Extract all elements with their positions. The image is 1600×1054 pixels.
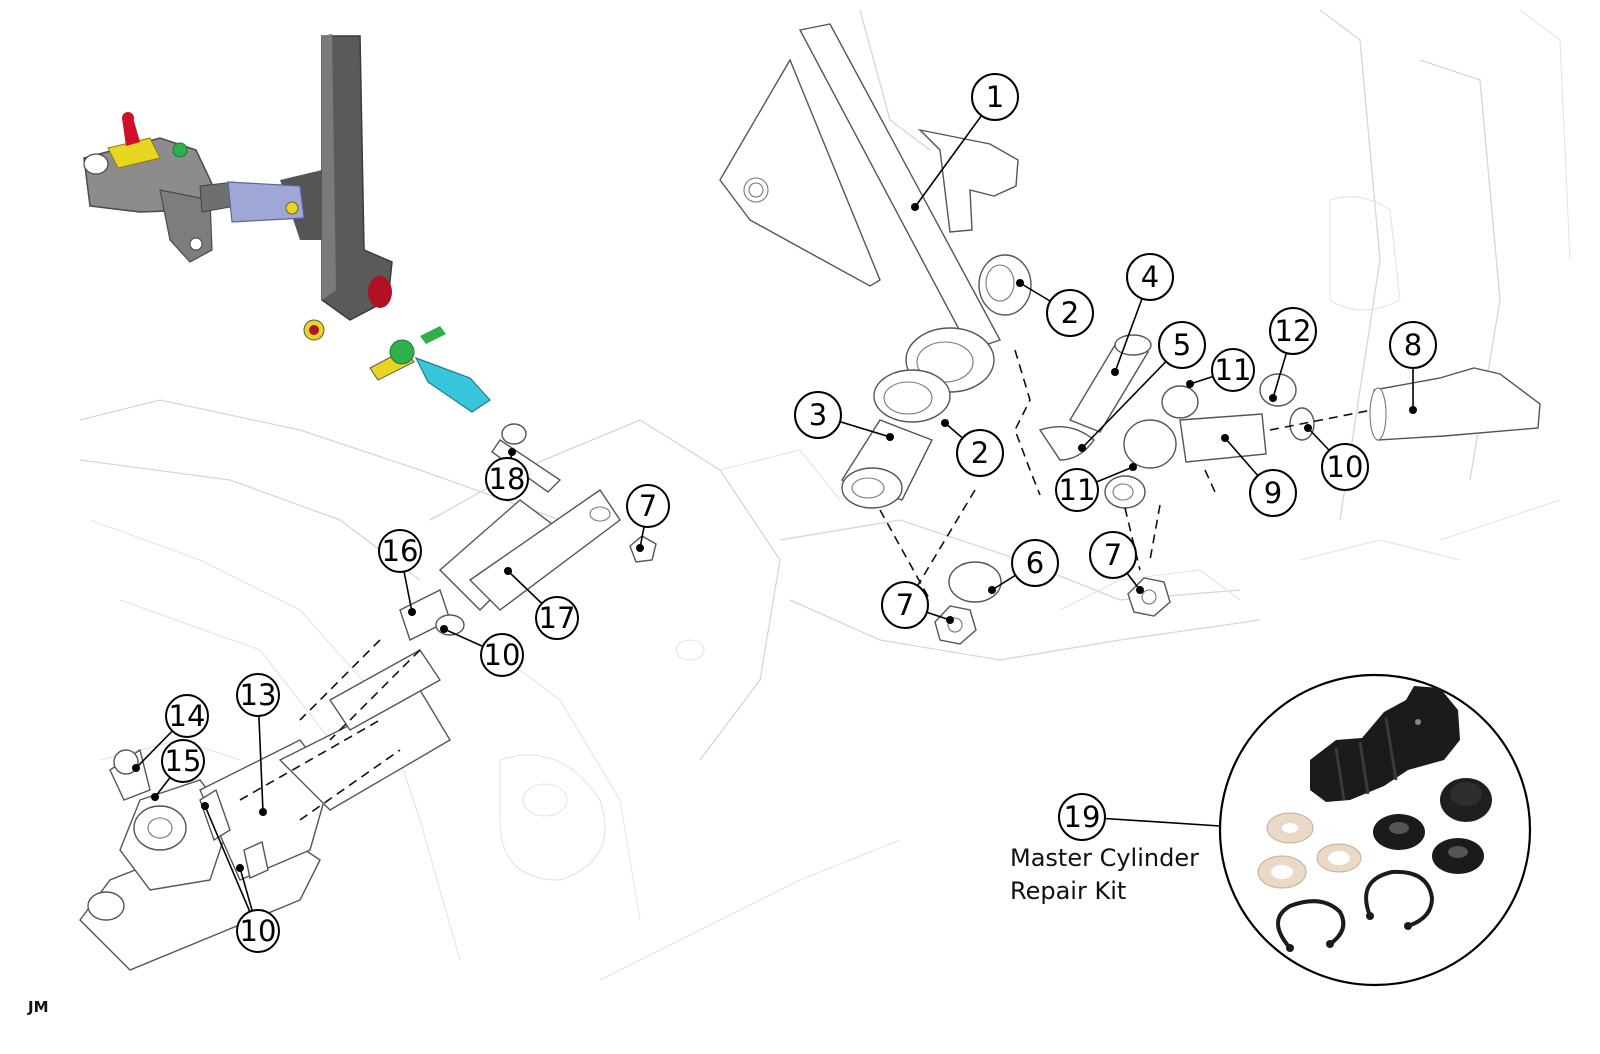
callout-10-pedal[interactable]: 10 — [1321, 443, 1369, 491]
callout-2-lower[interactable]: 2 — [956, 429, 1004, 477]
svg-text:14: 14 — [169, 699, 206, 733]
callout-11-upper[interactable]: 11 — [1211, 348, 1255, 392]
callout-10-cylinder[interactable]: 10 — [236, 909, 280, 953]
callouts: 1 2 2 3 4 5 6 7 7 7 8 9 10 10 10 11 11 1… — [161, 73, 1437, 953]
svg-text:11: 11 — [1059, 473, 1096, 507]
svg-text:3: 3 — [809, 398, 827, 432]
svg-text:17: 17 — [539, 601, 576, 635]
callout-6[interactable]: 6 — [1011, 539, 1059, 587]
circlips — [1276, 869, 1435, 952]
svg-text:16: 16 — [382, 534, 419, 568]
repair-kit-label: Master Cylinder Repair Kit — [1010, 844, 1199, 905]
svg-text:10: 10 — [1327, 450, 1364, 484]
callout-1[interactable]: 1 — [971, 73, 1019, 121]
svg-text:4: 4 — [1141, 260, 1159, 294]
callout-16[interactable]: 16 — [378, 529, 422, 573]
dust-cap — [1440, 778, 1492, 822]
callout-15[interactable]: 15 — [161, 739, 205, 783]
svg-text:19: 19 — [1064, 800, 1101, 834]
assembled-pedal-and-master-cylinder — [83, 34, 491, 413]
callout-14[interactable]: 14 — [165, 694, 209, 738]
svg-text:11: 11 — [1215, 353, 1252, 387]
callout-8[interactable]: 8 — [1389, 321, 1437, 369]
svg-text:2: 2 — [971, 436, 989, 470]
callout-2-upper[interactable]: 2 — [1046, 289, 1094, 337]
svg-text:7: 7 — [639, 489, 657, 523]
callout-12[interactable]: 12 — [1269, 307, 1317, 355]
callout-10-rod[interactable]: 10 — [480, 633, 524, 677]
svg-text:18: 18 — [489, 462, 526, 496]
callout-3[interactable]: 3 — [794, 391, 842, 439]
rubber-boot — [1310, 686, 1460, 802]
svg-text:5: 5 — [1173, 328, 1191, 362]
svg-text:7: 7 — [896, 588, 914, 622]
svg-text:9: 9 — [1264, 476, 1282, 510]
callout-5[interactable]: 5 — [1158, 321, 1206, 369]
svg-text:6: 6 — [1026, 546, 1044, 580]
callout-7-cylinder[interactable]: 7 — [626, 484, 670, 528]
svg-text:10: 10 — [484, 638, 521, 672]
master-cylinder-line-drawing — [79, 423, 657, 971]
callout-13[interactable]: 13 — [236, 673, 280, 717]
assembly-dashed-lines — [239, 349, 1373, 821]
callout-17[interactable]: 17 — [535, 596, 579, 640]
repair-kit-inset[interactable] — [1218, 673, 1532, 987]
seal-upper — [1373, 814, 1425, 850]
callout-19[interactable]: 19 — [1058, 793, 1106, 841]
callout-7-pedal-right[interactable]: 7 — [1089, 531, 1137, 579]
callout-11-lower[interactable]: 11 — [1055, 468, 1099, 512]
author-credit: JM — [28, 998, 49, 1016]
svg-text:15: 15 — [165, 744, 202, 778]
svg-text:7: 7 — [1104, 538, 1122, 572]
seal-lower — [1432, 838, 1484, 874]
washers — [1257, 812, 1362, 889]
svg-text:2: 2 — [1061, 296, 1079, 330]
svg-text:1: 1 — [986, 80, 1004, 114]
callout-4[interactable]: 4 — [1126, 253, 1174, 301]
svg-text:12: 12 — [1275, 314, 1312, 348]
pedal-line-drawing — [719, 23, 1541, 645]
callout-18[interactable]: 18 — [485, 457, 529, 501]
svg-text:13: 13 — [240, 678, 277, 712]
callout-dots — [132, 203, 1417, 872]
callout-9[interactable]: 9 — [1249, 469, 1297, 517]
svg-text:10: 10 — [240, 914, 277, 948]
svg-text:8: 8 — [1404, 328, 1422, 362]
callout-7-pedal-left[interactable]: 7 — [881, 581, 929, 629]
